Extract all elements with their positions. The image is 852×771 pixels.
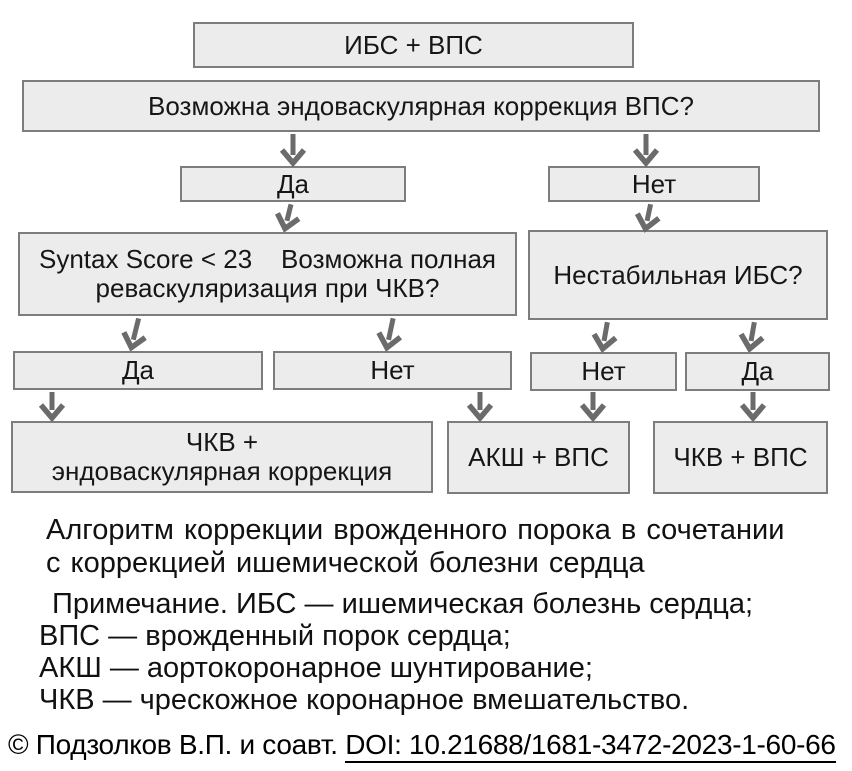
- credit-attribution: © Подзолков В.П. и соавт.: [8, 729, 346, 760]
- node-syntax-no: Нет: [273, 351, 512, 390]
- flow-arrow: [274, 203, 301, 233]
- node-unstable-no: Нет: [530, 352, 677, 391]
- node-label: ИБС + ВПС: [344, 29, 483, 60]
- node-label: Нет: [631, 168, 677, 199]
- flow-arrow: [279, 134, 307, 168]
- node-unstable-yes: Да: [685, 352, 830, 391]
- flow-arrow: [591, 321, 618, 353]
- figure-note: Примечание. ИБС — ишемическая болезнь се…: [39, 588, 753, 716]
- node-ibs-vps: ИБС + ВПС: [193, 22, 634, 68]
- node-endo-no: Нет: [548, 166, 760, 202]
- node-label: Нет: [581, 356, 626, 386]
- node-label-line1: ЧКВ +: [185, 427, 259, 457]
- flow-arrow: [632, 134, 660, 168]
- node-q-endovascular: Возможна эндоваскулярная коррекция ВПС?: [22, 80, 820, 132]
- node-label-line2: эндоваскулярная коррекция: [51, 456, 393, 486]
- note-line: Примечание. ИБС — ишемическая болезнь се…: [52, 588, 754, 620]
- node-label-line1: Syntax Score < 23 Возможна полная: [38, 244, 497, 274]
- doi-link[interactable]: DOI: 10.21688/1681-3472-2023-1-60-66: [345, 729, 836, 763]
- note-line: ВПС — врожденный порок сердца;: [39, 620, 511, 652]
- node-q-unstable: Нестабильная ИБС?: [528, 230, 828, 320]
- node-outcome-cabg-vps: АКШ + ВПС: [447, 421, 630, 494]
- node-label-line2: реваскуляризация при ЧКВ?: [95, 273, 440, 303]
- flow-arrow: [466, 392, 494, 423]
- figure-caption: Алгоритм коррекции врожденного порока в …: [46, 514, 784, 580]
- caption-line: Алгоритм коррекции врожденного порока в …: [46, 514, 785, 546]
- node-label: АКШ + ВПС: [468, 442, 609, 472]
- node-syntax-yes: Да: [13, 351, 263, 390]
- caption-line: с коррекцией ишемической болезни сердца: [46, 547, 645, 579]
- flow-arrow: [38, 392, 66, 423]
- node-label: ЧКВ + ВПС: [673, 442, 808, 472]
- flow-arrow: [739, 392, 767, 423]
- node-label: Да: [741, 356, 774, 386]
- flow-arrow: [579, 392, 607, 423]
- node-label: Да: [121, 355, 155, 385]
- node-label: Да: [276, 168, 310, 199]
- flow-arrow: [738, 321, 765, 353]
- figure-credit: © Подзолков В.П. и соавт. DOI: 10.21688/…: [8, 729, 836, 763]
- node-outcome-pci-vps: ЧКВ + ВПС: [653, 421, 828, 494]
- flow-arrow: [121, 317, 147, 352]
- note-line: ЧКВ — чрескожное коронарное вмешательств…: [39, 684, 690, 716]
- flow-arrow: [634, 203, 661, 233]
- flow-arrow: [376, 317, 403, 352]
- node-label: Нет: [370, 355, 415, 385]
- note-line: АКШ — аортокоронарное шунтирование;: [39, 652, 593, 684]
- node-q-syntax: Syntax Score < 23 Возможна полная реваск…: [18, 232, 517, 316]
- node-outcome-pci-endo: ЧКВ + эндоваскулярная коррекция: [11, 421, 433, 493]
- node-endo-yes: Да: [180, 166, 406, 202]
- node-label: Возможна эндоваскулярная коррекция ВПС?: [148, 90, 694, 121]
- node-label: Нестабильная ИБС?: [553, 259, 803, 290]
